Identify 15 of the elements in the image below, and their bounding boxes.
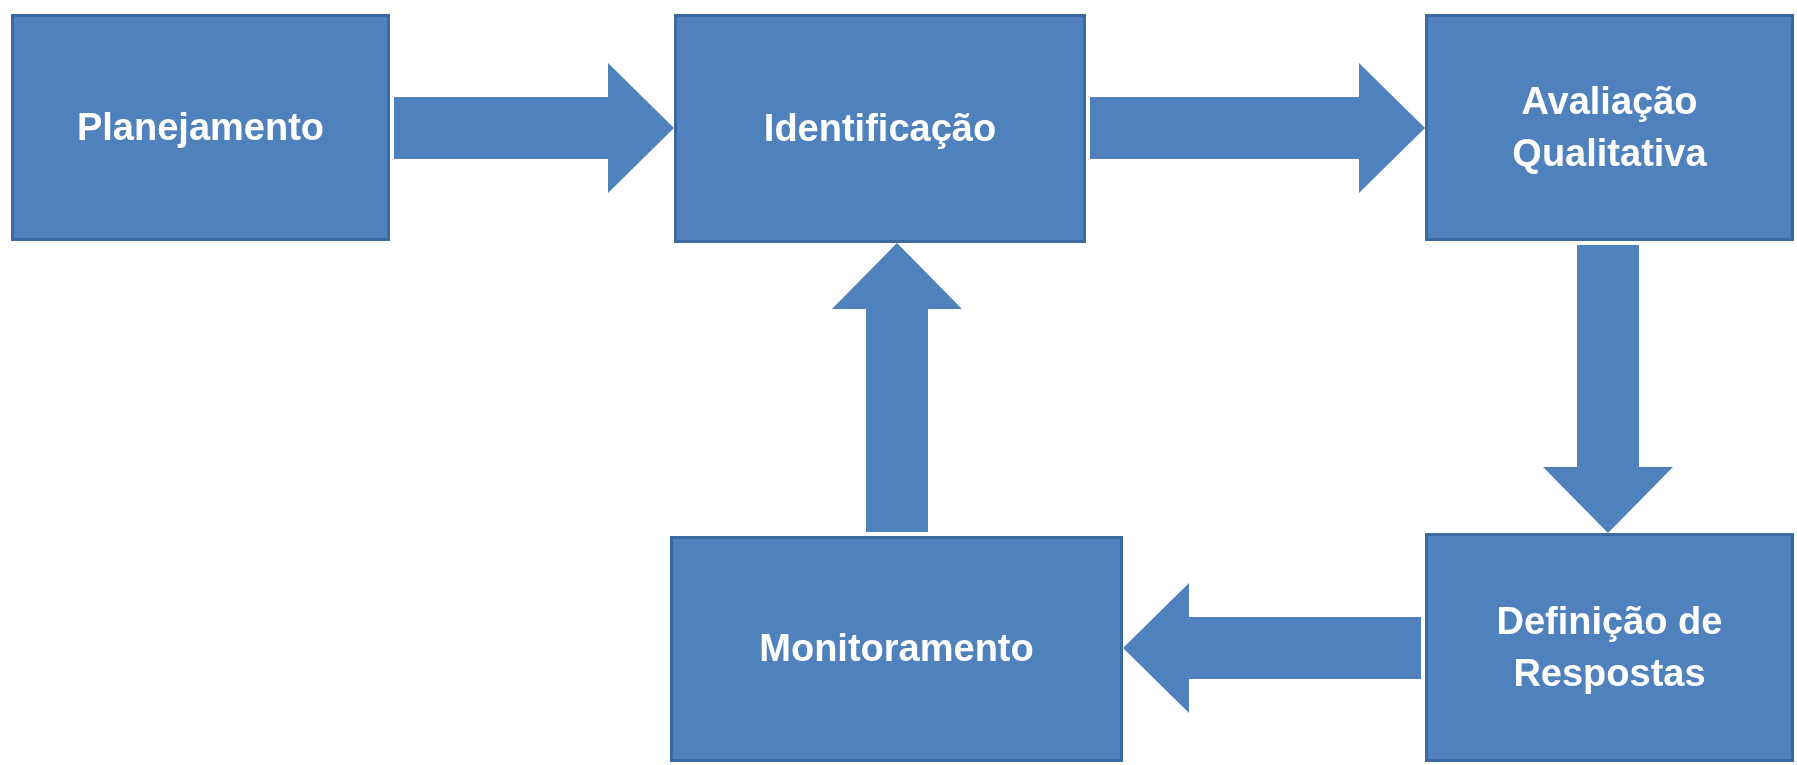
box-label: Planejamento bbox=[76, 104, 325, 150]
block-arrow bbox=[1543, 245, 1673, 533]
block-arrow bbox=[394, 63, 674, 193]
block-arrow bbox=[1123, 583, 1421, 713]
box-label: Monitoramento bbox=[759, 626, 1034, 672]
box-label: Definição de Respostas bbox=[1495, 599, 1724, 696]
block-arrow bbox=[832, 243, 962, 532]
process-box bbox=[1425, 533, 1794, 762]
box-label: Avaliação Qualitativa bbox=[1511, 79, 1708, 176]
process-box bbox=[674, 14, 1086, 243]
box-label: Identificação bbox=[763, 105, 997, 151]
process-box bbox=[11, 14, 390, 241]
block-arrow bbox=[1090, 63, 1425, 193]
process-box bbox=[670, 536, 1123, 762]
process-box bbox=[1425, 14, 1794, 241]
